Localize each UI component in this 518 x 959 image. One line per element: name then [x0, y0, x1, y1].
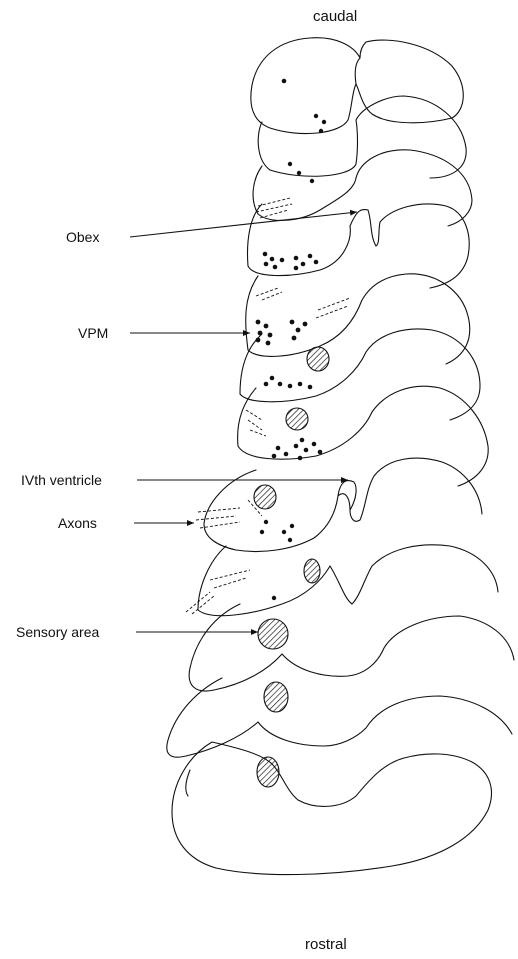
section-outline-8: [204, 458, 482, 551]
section-outline-11: [167, 678, 512, 757]
sensory-area-ovals: [254, 347, 329, 787]
section-outline-4: [248, 204, 470, 288]
section-outline-13: [186, 770, 190, 796]
midline-notch-1: [355, 58, 360, 84]
section-outline-9: [198, 545, 498, 616]
ventricle-outline-8: [338, 481, 356, 510]
axon-dashes: [186, 198, 350, 614]
obex-arrow: [130, 212, 357, 237]
section-outline-6: [240, 329, 480, 420]
neuron-dots: [256, 79, 327, 601]
section-outline-5: [246, 274, 470, 364]
section-outline-3: [253, 150, 472, 226]
section-outline-12: [172, 742, 491, 875]
section-outline-10: [189, 604, 514, 691]
